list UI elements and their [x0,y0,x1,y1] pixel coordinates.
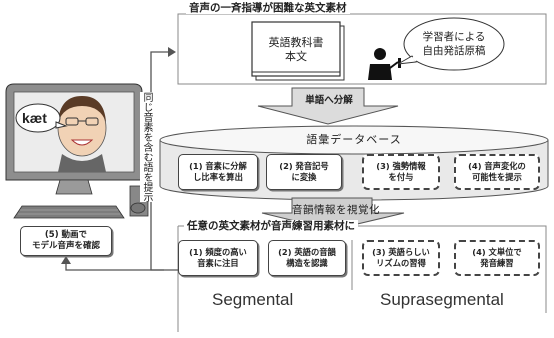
bottom-box-2-line-1: (2) 英語の音韻 [278,247,336,257]
bottom-box-4-line-2: 発音練習 [480,258,514,268]
learner-line-2: 自由発話原稿 [422,45,486,57]
visualize-arrow [261,197,405,231]
db-box-3-line-2: を付与 [388,172,414,182]
bottom-box-3-line-1: (3) 英語らしい [372,247,430,257]
bottom-box-4-line-1: (4) 文単位で [472,247,522,257]
textbook-line-1: 英語教科書 [268,36,324,49]
db-box-4-line-2: 可能性を提示 [472,172,522,182]
top-section-title: 音声の一斉指導が困難な英文素材 [186,2,350,14]
computer-illustration [5,83,149,219]
video-caption-line-2: モデル音声を確認 [31,241,100,251]
db-box-2: (2) 発音記号に変換 [266,154,342,190]
split-arrow-label: 単語へ分解 [305,95,353,106]
suprasegmental-label: Suprasegmental [380,290,504,309]
db-box-1: (1) 音素に分解し比率を算出 [178,154,258,190]
bottom-box-3-line-2: リズムの習得 [376,258,426,268]
video-caption-box: (5) 動画でモデル音声を確認 [20,226,112,256]
visualize-arrow-label: 音韻情報を視覚化 [292,204,380,216]
bottom-box-3: (3) 英語らしいリズムの習得 [362,240,440,276]
db-box-3: (3) 強勢情報を付与 [362,154,440,190]
bottom-box-1-line-2: 音素に注目 [197,258,239,268]
learner-line-1: 学習者による [422,31,486,43]
database-label: 語彙データベース [306,133,402,146]
db-box-4: (4) 音声変化の可能性を提示 [454,154,540,190]
textbook-icon [251,21,345,81]
db-box-2-line-2: に変換 [291,172,317,182]
bottom-section-title: 任意の英文素材が音声練習用素材に [184,220,358,232]
textbook-line-2: 本文 [285,50,307,63]
learner-bubble-text: 学習者による 自由発話原稿 [414,30,494,58]
db-box-1-line-1: (1) 音素に分解 [189,161,247,171]
learner-icon [368,48,401,80]
bottom-box-2-line-2: 構造を認識 [286,258,328,268]
top-section-frame [177,13,547,85]
video-caption-line-1: (5) 動画で [44,230,88,240]
learner-bubble [403,17,505,71]
db-box-4-line-1: (4) 音声変化の [468,161,526,171]
bottom-box-2: (2) 英語の音韻構造を認識 [268,240,346,276]
bottom-box-1: (1) 頻度の高い音素に注目 [178,240,258,276]
db-box-3-line-1: (3) 強勢情報 [376,161,426,171]
speech-bubble-text: kæt [22,110,47,126]
db-box-1-line-2: し比率を算出 [193,172,243,182]
vertical-label: 同じ音素を含む語を提示 [140,92,152,202]
split-arrow [257,87,399,125]
bottom-box-4: (4) 文単位で発音練習 [454,240,540,276]
bottom-box-1-line-1: (1) 頻度の高い [189,247,247,257]
segmental-label: Segmental [212,290,294,309]
textbook-label: 英語教科書 本文 [262,36,330,64]
db-box-2-line-1: (2) 発音記号 [279,161,329,171]
